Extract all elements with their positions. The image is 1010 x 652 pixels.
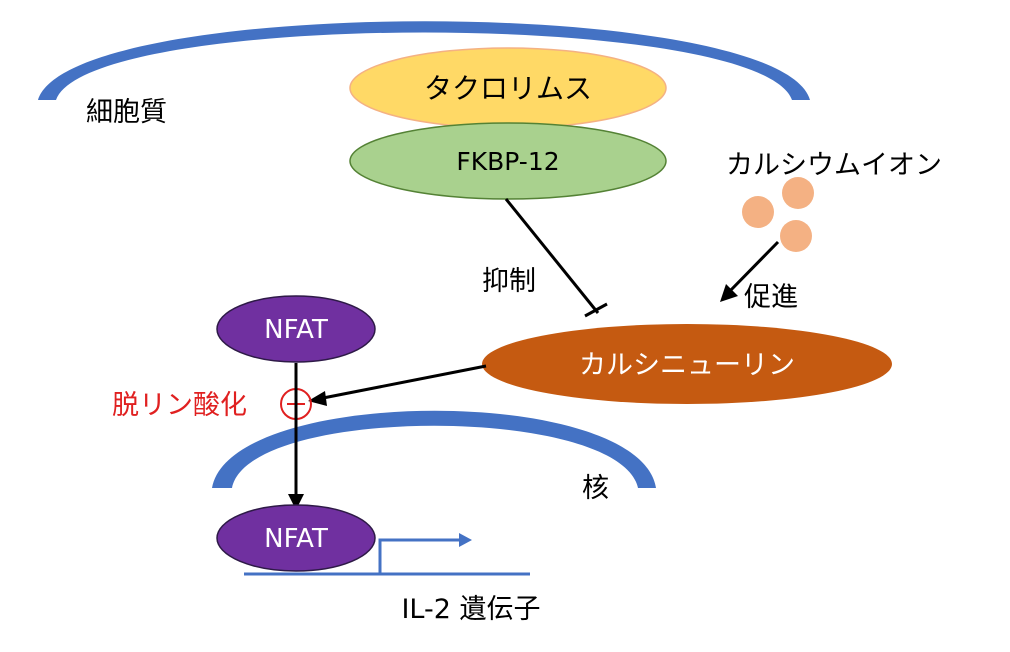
nfat-node-nucleus: [216, 504, 376, 572]
calcium-ion-dot: [780, 220, 812, 252]
promotion-arrowhead: [720, 284, 738, 302]
tacrolimus-label: タクロリムス: [424, 72, 592, 105]
cytoplasm-label: 細胞質: [86, 97, 167, 128]
il2-gene-label: IL-2 遺伝子: [401, 594, 540, 625]
inhibition-label: 抑制: [482, 266, 536, 297]
cell-membrane-arc: [38, 21, 810, 100]
nfat-node-cytoplasm: [216, 295, 376, 363]
transcription-start-arrow: [378, 538, 462, 574]
nfat-label-cytoplasm: NFAT: [264, 315, 328, 345]
nuclear-membrane-arc: [212, 410, 656, 488]
nfat-translocation-arrowhead: [288, 494, 304, 510]
promotion-arrow: [726, 240, 780, 295]
fkbp12-label: FKBP-12: [456, 147, 559, 176]
inhibition-line: [504, 198, 600, 314]
calcium-ion-label: カルシウムイオン: [726, 150, 942, 181]
nfat-label-nucleus: NFAT: [264, 524, 328, 554]
dephosphorylation-arrowhead: [308, 391, 327, 406]
fkbp12-node: [349, 122, 667, 200]
dephosphorylation-label: 脱リン酸化: [112, 390, 247, 421]
calcineurin-node: [482, 324, 892, 404]
transcription-start-arrowhead: [459, 533, 472, 547]
calcineurin-label: カルシニューリン: [579, 350, 795, 381]
dephosphorylation-arrow: [317, 364, 487, 401]
calcium-ion-dot: [782, 177, 814, 209]
inhibition-bar: [584, 302, 608, 318]
promotion-label: 促進: [744, 282, 798, 313]
calcium-ion-dot: [742, 196, 774, 228]
nucleus-label: 核: [582, 473, 609, 504]
